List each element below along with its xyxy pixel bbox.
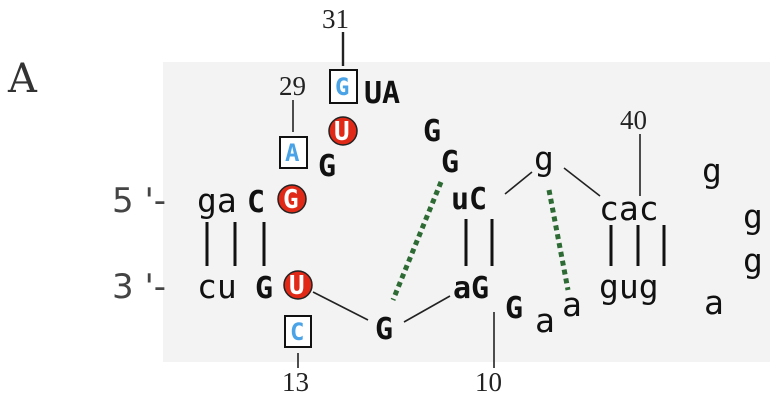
nucleotide-G-bottom-mid: G bbox=[375, 312, 393, 347]
tertiary-interaction-G-G bbox=[390, 181, 444, 301]
circled-nucleotide-G-top: G bbox=[277, 184, 307, 215]
backbone-g-to-cac bbox=[563, 167, 601, 197]
nucleotide-UA: UA bbox=[364, 76, 400, 111]
nucleotide-G-loop-2: G bbox=[441, 145, 459, 180]
panel-label: A bbox=[7, 56, 38, 102]
position-label-29: 29 bbox=[279, 71, 306, 101]
five-prime-label: 5 '- bbox=[112, 181, 166, 221]
nucleotide-top-G: G bbox=[283, 185, 299, 215]
circled-nucleotide-U-top: U bbox=[328, 116, 358, 147]
position-label-40: 40 bbox=[620, 105, 647, 135]
nucleotide-U-top: U bbox=[334, 117, 350, 147]
nucleotide-a-sub: a bbox=[535, 301, 555, 340]
nucleotide-top-ga: ga bbox=[197, 181, 237, 220]
nucleotide-bottom-cu: cu bbox=[197, 267, 237, 306]
highlight-circle bbox=[277, 184, 307, 214]
position-label-31: 31 bbox=[322, 4, 349, 34]
nucleotide-top-C: C bbox=[247, 185, 265, 220]
backbone-G-to-aG bbox=[403, 295, 451, 323]
position-label-13: 13 bbox=[282, 367, 309, 397]
highlight-circle bbox=[283, 270, 313, 300]
nucleotide-a-right: a bbox=[704, 283, 724, 322]
nucleotide-box bbox=[329, 69, 358, 104]
nucleotide-cac: cac bbox=[599, 189, 659, 228]
boxed-nucleotide-C: C bbox=[284, 315, 312, 348]
nucleotide-A: A bbox=[285, 139, 300, 167]
diagram-background bbox=[163, 62, 770, 362]
nucleotide-G-sub: G bbox=[505, 291, 523, 326]
nucleotide-G: G bbox=[335, 73, 349, 101]
nucleotide-g-apex: g bbox=[534, 139, 554, 178]
nucleotide-G-loop-1: G bbox=[423, 114, 441, 149]
nucleotide-box bbox=[279, 136, 308, 169]
backbone-uC-to-g bbox=[504, 171, 533, 195]
nucleotide-g-right-1: g bbox=[702, 151, 722, 190]
nucleotide-G-after-A: G bbox=[318, 149, 336, 184]
nucleotide-uC: uC bbox=[451, 182, 487, 217]
circled-nucleotide-U-bottom: U bbox=[283, 270, 313, 301]
tertiary-interaction-g-a bbox=[546, 189, 571, 291]
position-label-10: 10 bbox=[475, 367, 502, 397]
nucleotide-g-right-2: g bbox=[743, 197, 763, 236]
three-prime-label: 3 '- bbox=[112, 267, 166, 307]
backbone-U-to-G bbox=[312, 291, 369, 321]
boxed-nucleotide-G: G bbox=[329, 69, 358, 104]
highlight-circle bbox=[328, 116, 358, 146]
nucleotide-bottom-G: G bbox=[255, 271, 273, 306]
nucleotide-U-bottom: U bbox=[289, 271, 305, 301]
nucleotide-aG: aG bbox=[453, 271, 489, 306]
nucleotide-gug: gug bbox=[599, 267, 659, 306]
nucleotide-box bbox=[284, 315, 312, 348]
boxed-nucleotide-A: A bbox=[279, 136, 308, 169]
nucleotide-g-right-3: g bbox=[743, 241, 763, 280]
nucleotide-C: C bbox=[290, 318, 304, 346]
nucleotide-a-after: a bbox=[562, 285, 582, 324]
